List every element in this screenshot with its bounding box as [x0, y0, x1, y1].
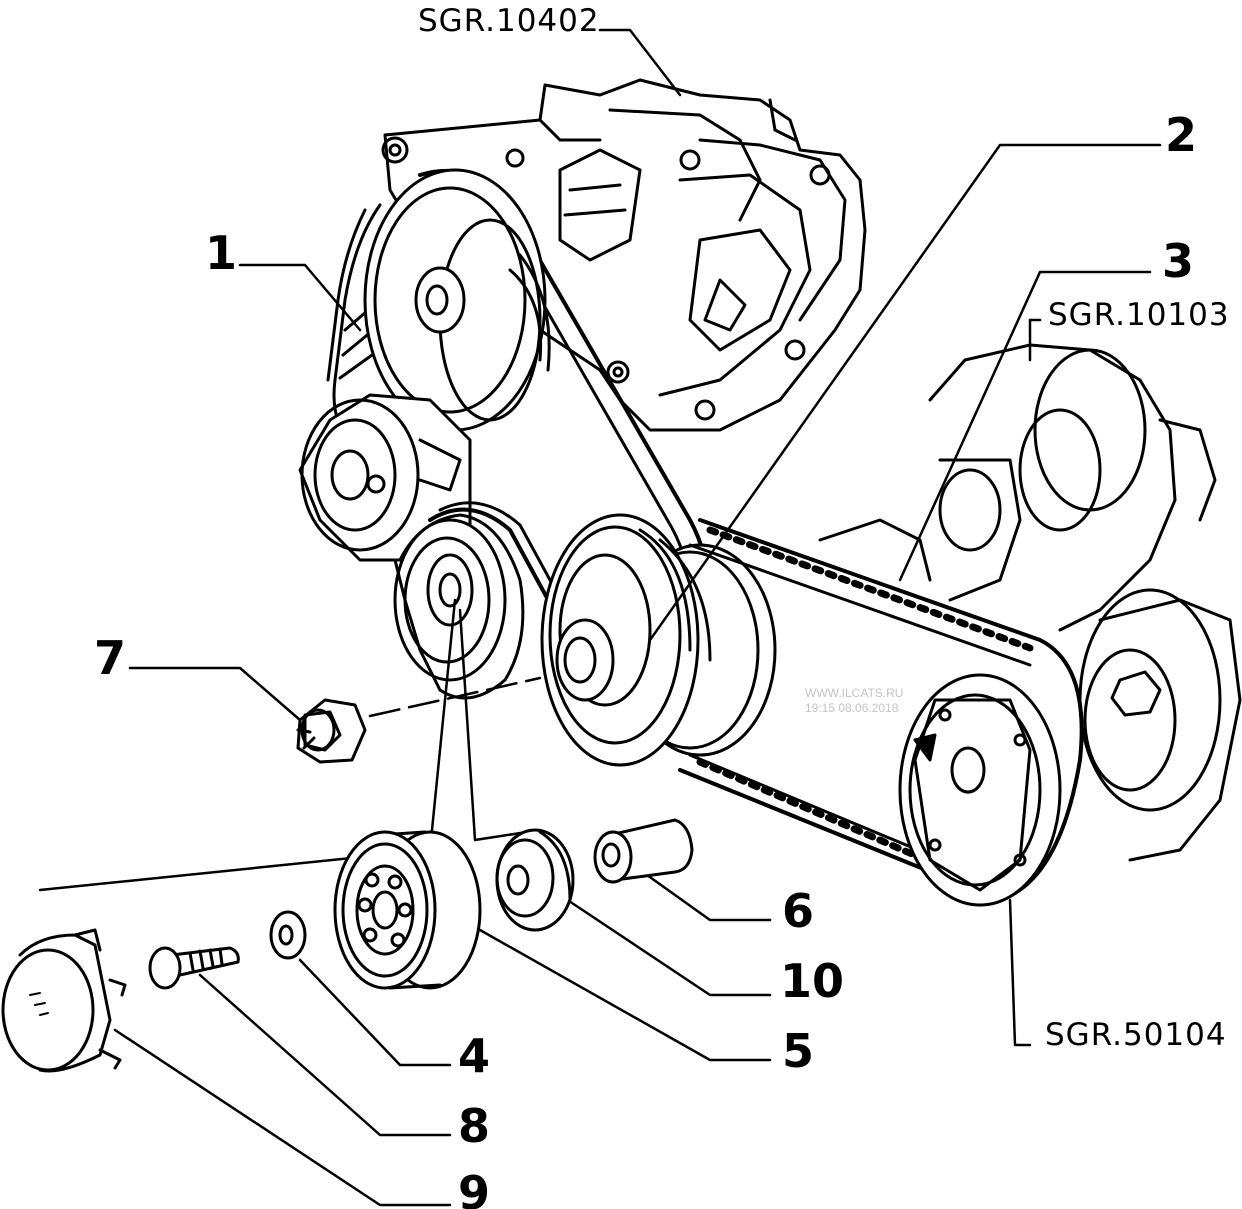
part-4-washer	[269, 910, 307, 960]
callout-1: 1	[205, 226, 238, 280]
camshaft-pulley	[898, 673, 1062, 907]
watermark-site: WWW.ILCATS.RU	[805, 686, 904, 700]
callout-5: 5	[782, 1024, 815, 1078]
part-9-cover-cap	[1, 928, 127, 1073]
part-8-bolt	[148, 946, 240, 990]
reference-top: SGR.10402	[418, 3, 600, 39]
callout-6: 6	[782, 884, 815, 938]
part-5-tensioner-bearing	[333, 830, 482, 990]
callout-3: 3	[1162, 234, 1195, 288]
reference-bottom: SGR.50104	[1045, 1017, 1227, 1053]
callout-9: 9	[458, 1166, 491, 1209]
callout-8: 8	[458, 1099, 491, 1153]
watermark-stamp: 19:15 08.06.2018	[805, 701, 899, 715]
part-7-nut	[296, 698, 367, 764]
callout-2: 2	[1165, 108, 1198, 162]
crankshaft-pulley	[540, 513, 777, 767]
callout-4: 4	[458, 1029, 491, 1083]
part-6-bushing	[593, 818, 694, 884]
callout-10: 10	[780, 954, 845, 1008]
callout-7: 7	[94, 631, 127, 685]
part-10-spacer	[495, 828, 575, 932]
reference-right: SGR.10103	[1048, 297, 1230, 333]
tensioner-pulley-installed	[393, 513, 525, 700]
